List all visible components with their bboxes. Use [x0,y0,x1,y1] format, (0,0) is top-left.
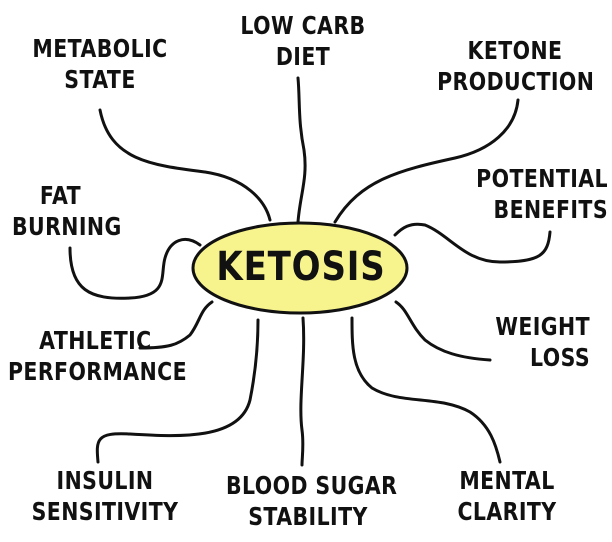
label-line: PERFORMANCE [8,357,188,386]
label-athletic-performance: ATHLETIC PERFORMANCE [8,325,188,387]
label-mental-clarity: MENTAL CLARITY [446,465,569,527]
label-metabolic-state: METABOLIC STATE [30,33,169,95]
connector-low-carb-diet [296,76,307,224]
connector-athletic-performance [138,300,214,350]
connector-mental-clarity [350,316,502,464]
label-insulin-sensitivity: INSULIN SENSITIVITY [23,465,187,527]
label-blood-sugar-stability: BLOOD SUGAR STABILITY [226,470,398,532]
connector-insulin-sensitivity [95,318,260,464]
label-low-carb-diet: LOW CARB DIET [233,10,372,72]
label-line: DIET [275,42,331,71]
label-line: WEIGHT [495,312,590,341]
connector-weight-loss [394,300,492,362]
label-line: PRODUCTION [437,67,595,96]
connector-metabolic-state [98,108,272,222]
label-line: FAT [39,181,82,210]
connector-blood-sugar-stability [299,316,306,467]
label-potential-benefits: POTENTIAL BENEFITS [462,163,608,225]
label-line: BLOOD SUGAR [226,471,398,500]
label-line: SENSITIVITY [31,497,179,526]
connector-potential-benefits [393,222,552,264]
label-line: KETONE [467,36,563,65]
label-line: POTENTIAL [476,164,608,193]
ketosis-label: KETOSIS [216,244,386,290]
label-weight-loss: WEIGHT LOSS [483,311,590,373]
label-line: LOSS [529,343,590,372]
label-fat-burning: FAT BURNING [12,180,143,242]
label-line: CLARITY [457,497,557,526]
connector-ketone-production [333,98,520,224]
ketosis-ellipse [191,221,409,315]
label-line: MENTAL [459,466,555,495]
label-line: STABILITY [248,502,368,531]
label-line: METABOLIC [32,34,168,63]
label-ketone-production: KETONE PRODUCTION [437,35,595,97]
label-line: STATE [64,65,136,94]
label-line: BENEFITS [493,195,608,224]
label-line: INSULIN [56,466,154,495]
label-line: ATHLETIC [39,326,152,355]
connector-fat-burning [68,238,202,300]
label-line: BURNING [12,212,122,241]
label-line: LOW CARB [240,11,366,40]
